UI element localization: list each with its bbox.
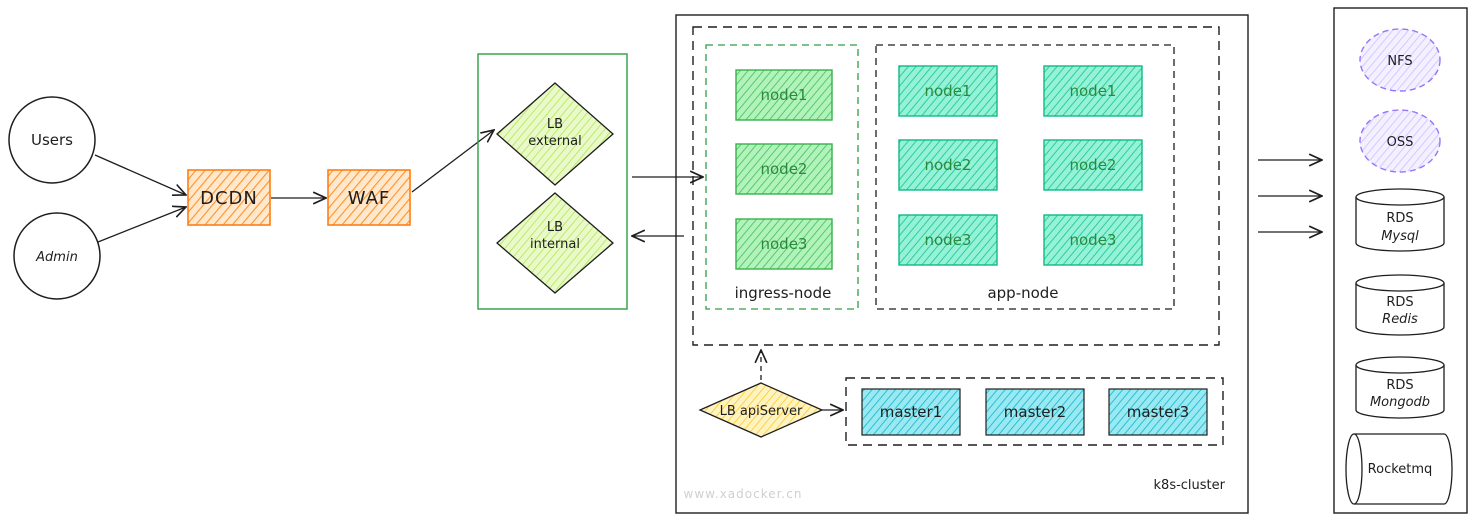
nfs-storage: NFS	[1359, 28, 1441, 92]
admin-actor: Admin	[13, 212, 101, 300]
lb-apiserver: LB apiServer	[698, 382, 824, 438]
svg-text:node1: node1	[1070, 82, 1117, 100]
rocketmq-label: Rocketmq	[1368, 462, 1433, 477]
app-node-group: node1 node2 node3 node1 node2 node3 app-…	[875, 44, 1175, 310]
users-to-dcdn-arrow	[94, 154, 186, 195]
lb-external-line1: LB	[547, 117, 563, 132]
svg-text:RDS: RDS	[1386, 295, 1413, 310]
svg-text:node3: node3	[761, 235, 808, 253]
k8s-cluster-label: k8s-cluster	[1154, 478, 1226, 493]
svg-text:master2: master2	[1004, 403, 1066, 421]
waf-label: WAF	[348, 188, 390, 209]
app-node2-col2: node2	[1043, 139, 1143, 191]
svg-text:RDS: RDS	[1386, 378, 1413, 393]
svg-text:Mongodb: Mongodb	[1370, 395, 1430, 410]
app-node2-col1: node2	[898, 139, 998, 191]
watermark: www.xadocker.cn	[684, 487, 803, 501]
admin-to-dcdn-arrow	[97, 207, 186, 243]
rds-mongodb: RDS Mongodb	[1355, 356, 1445, 419]
waf-box: WAF	[327, 169, 411, 226]
oss-storage: OSS	[1359, 109, 1441, 173]
app-node3-col1: node3	[898, 214, 998, 266]
lb-external: LB external	[496, 82, 614, 186]
nfs-label: NFS	[1387, 54, 1412, 69]
rds-redis: RDS Redis	[1355, 274, 1445, 336]
svg-text:master3: master3	[1127, 403, 1189, 421]
app-node-label: app-node	[987, 284, 1058, 302]
master3: master3	[1108, 388, 1208, 436]
svg-text:node1: node1	[925, 82, 972, 100]
svg-text:master1: master1	[880, 403, 942, 421]
users-actor: Users	[8, 96, 96, 184]
worker-nodes-container	[692, 26, 1220, 346]
ingress-node1: node1	[735, 69, 833, 121]
app-node3-col2: node3	[1043, 214, 1143, 266]
lb-internal: LB internal	[496, 192, 614, 294]
master1: master1	[861, 388, 961, 436]
svg-text:node3: node3	[1070, 231, 1117, 249]
app-node1-col1: node1	[898, 65, 998, 117]
masters-group: master1 master2 master3	[845, 377, 1224, 446]
svg-text:Redis: Redis	[1382, 312, 1418, 327]
ingress-node-group: node1 node2 node3 ingress-node	[705, 44, 859, 310]
svg-text:node2: node2	[1070, 156, 1117, 174]
dcdn-box: DCDN	[187, 169, 271, 226]
app-node1-col2: node1	[1043, 65, 1143, 117]
master2: master2	[985, 388, 1085, 436]
waf-to-lb-external-arrow	[411, 130, 494, 193]
lb-external-line2: external	[528, 134, 582, 149]
svg-text:node1: node1	[761, 86, 808, 104]
lb-internal-line1: LB	[547, 220, 563, 235]
svg-text:Mysql: Mysql	[1381, 229, 1419, 244]
k8s-cluster: k8s-cluster	[675, 14, 1249, 514]
lb-apiserver-label: LB apiServer	[720, 404, 803, 419]
svg-text:RDS: RDS	[1386, 211, 1413, 226]
svg-text:node2: node2	[925, 156, 972, 174]
rocketmq-queue: Rocketmq	[1345, 433, 1453, 505]
oss-label: OSS	[1387, 135, 1414, 150]
ingress-node-label: ingress-node	[735, 284, 832, 302]
svg-text:node2: node2	[761, 160, 808, 178]
admin-label: Admin	[35, 250, 78, 265]
rds-mysql: RDS Mysql	[1355, 188, 1445, 252]
ingress-node2: node2	[735, 143, 833, 195]
ingress-node3: node3	[735, 218, 833, 270]
users-label: Users	[31, 131, 73, 149]
storage-group: NFS OSS RDS Mysql RDS Redis RDS Mongodb	[1333, 7, 1468, 514]
svg-text:node3: node3	[925, 231, 972, 249]
dcdn-label: DCDN	[200, 188, 258, 209]
lb-group: LB external LB internal	[477, 53, 628, 310]
lb-internal-line2: internal	[530, 237, 580, 252]
